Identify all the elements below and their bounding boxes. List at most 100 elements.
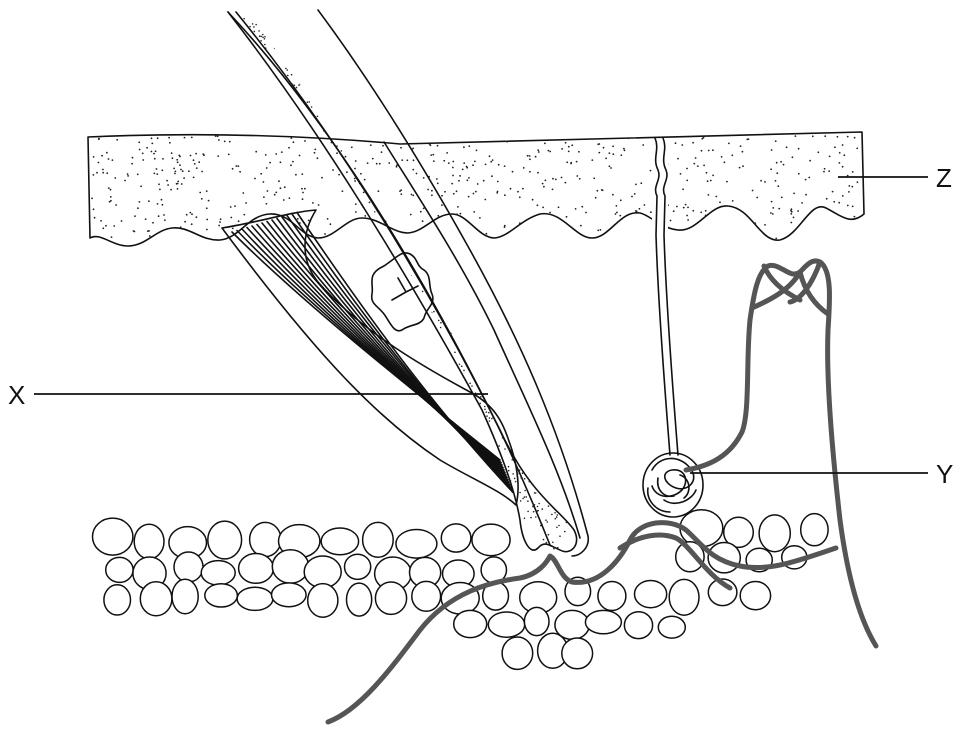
stipple-dot: [313, 146, 315, 148]
stipple-dot: [269, 162, 271, 164]
stipple-dot: [199, 192, 201, 194]
stipple-dot: [203, 154, 205, 156]
stipple-dot: [382, 145, 384, 147]
stipple-dot: [121, 220, 123, 222]
stipple-dot: [699, 236, 701, 238]
stipple-dot: [357, 137, 359, 139]
stipple-dot: [372, 158, 374, 160]
stipple-dot: [198, 161, 200, 163]
stipple-dot: [838, 232, 840, 234]
fat-cell: [93, 518, 133, 555]
stipple-dot: [692, 142, 694, 144]
stipple-dot: [813, 239, 815, 241]
stipple-dot: [561, 177, 563, 179]
stipple-dot: [366, 229, 368, 231]
stipple-dot: [357, 211, 359, 213]
stipple-dot: [603, 135, 605, 137]
stipple-dot: [295, 174, 297, 176]
stipple-dot: [110, 189, 112, 191]
stipple-dot: [314, 155, 316, 157]
stipple-dot: [472, 164, 474, 166]
stipple-dot: [578, 151, 580, 153]
stipple-dot: [827, 230, 829, 232]
stipple-dot: [367, 224, 369, 226]
stipple-dot: [842, 144, 844, 146]
stipple-dot: [686, 215, 688, 217]
stipple-dot: [384, 254, 386, 256]
stipple-dot: [291, 74, 293, 76]
stipple-dot: [215, 135, 217, 137]
stipple-dot: [486, 233, 488, 235]
stipple-dot: [421, 317, 423, 319]
label-z: Z: [936, 163, 952, 193]
fat-cell: [740, 582, 770, 610]
stipple-dot: [415, 305, 417, 307]
stipple-dot: [730, 241, 732, 243]
stipple-dot: [497, 191, 499, 193]
stipple-dot: [252, 23, 254, 25]
stipple-dot: [261, 70, 263, 72]
stipple-dot: [770, 212, 772, 214]
stipple-dot: [327, 218, 329, 220]
stipple-dot: [382, 254, 384, 256]
stipple-dot: [412, 136, 414, 138]
stipple-dot: [127, 173, 129, 175]
stipple-dot: [345, 182, 347, 184]
epidermis-layer: [87, 132, 864, 246]
stipple-dot: [856, 148, 858, 150]
stipple-dot: [164, 219, 166, 221]
stipple-dot: [471, 402, 473, 404]
stipple-dot: [258, 30, 260, 32]
stipple-dot: [692, 210, 694, 212]
stipple-dot: [364, 215, 366, 217]
stipple-dot: [401, 273, 403, 275]
stipple-dot: [461, 136, 463, 138]
stipple-dot: [113, 225, 115, 227]
stipple-dot: [612, 236, 614, 238]
stipple-dot: [287, 69, 289, 71]
stipple-dot: [795, 135, 797, 137]
stipple-dot: [595, 136, 597, 138]
stipple-dot: [301, 188, 303, 190]
stipple-dot: [437, 145, 439, 147]
stipple-dot: [441, 204, 443, 206]
stipple-dot: [416, 304, 418, 306]
stipple-dot: [445, 361, 447, 363]
stipple-dot: [348, 201, 350, 203]
stipple-dot: [484, 199, 486, 201]
fat-cell: [441, 524, 471, 552]
stipple-dot: [93, 208, 95, 210]
stipple-dot: [387, 258, 389, 260]
stipple-dot: [801, 239, 803, 241]
stipple-dot: [161, 169, 163, 171]
stipple-dot: [149, 235, 151, 237]
stipple-dot: [463, 370, 465, 372]
stipple-dot: [529, 462, 531, 464]
stipple-dot: [167, 235, 169, 237]
stipple-dot: [797, 210, 799, 212]
stipple-dot: [790, 213, 792, 215]
stipple-dot: [565, 142, 567, 144]
stipple-dot: [623, 148, 625, 150]
stipple-dot: [568, 151, 570, 153]
fat-cell: [208, 521, 242, 559]
stipple-dot: [349, 191, 351, 193]
stipple-dot: [456, 190, 458, 192]
stipple-dot: [525, 496, 527, 498]
stipple-dot: [406, 159, 408, 161]
stipple-dot: [489, 417, 491, 419]
stipple-dot: [253, 26, 255, 28]
stipple-dot: [447, 369, 449, 371]
stipple-dot: [262, 34, 264, 36]
fat-cell: [454, 610, 487, 637]
stipple-dot: [110, 196, 112, 198]
label-x: X: [8, 380, 25, 410]
stipple-dot: [746, 139, 748, 141]
stipple-dot: [102, 227, 104, 229]
stipple-dot: [111, 236, 113, 238]
stipple-dot: [323, 175, 325, 177]
stipple-dot: [857, 236, 859, 238]
stipple-dot: [311, 106, 313, 108]
fat-cell: [669, 579, 699, 615]
stipple-dot: [809, 160, 811, 162]
